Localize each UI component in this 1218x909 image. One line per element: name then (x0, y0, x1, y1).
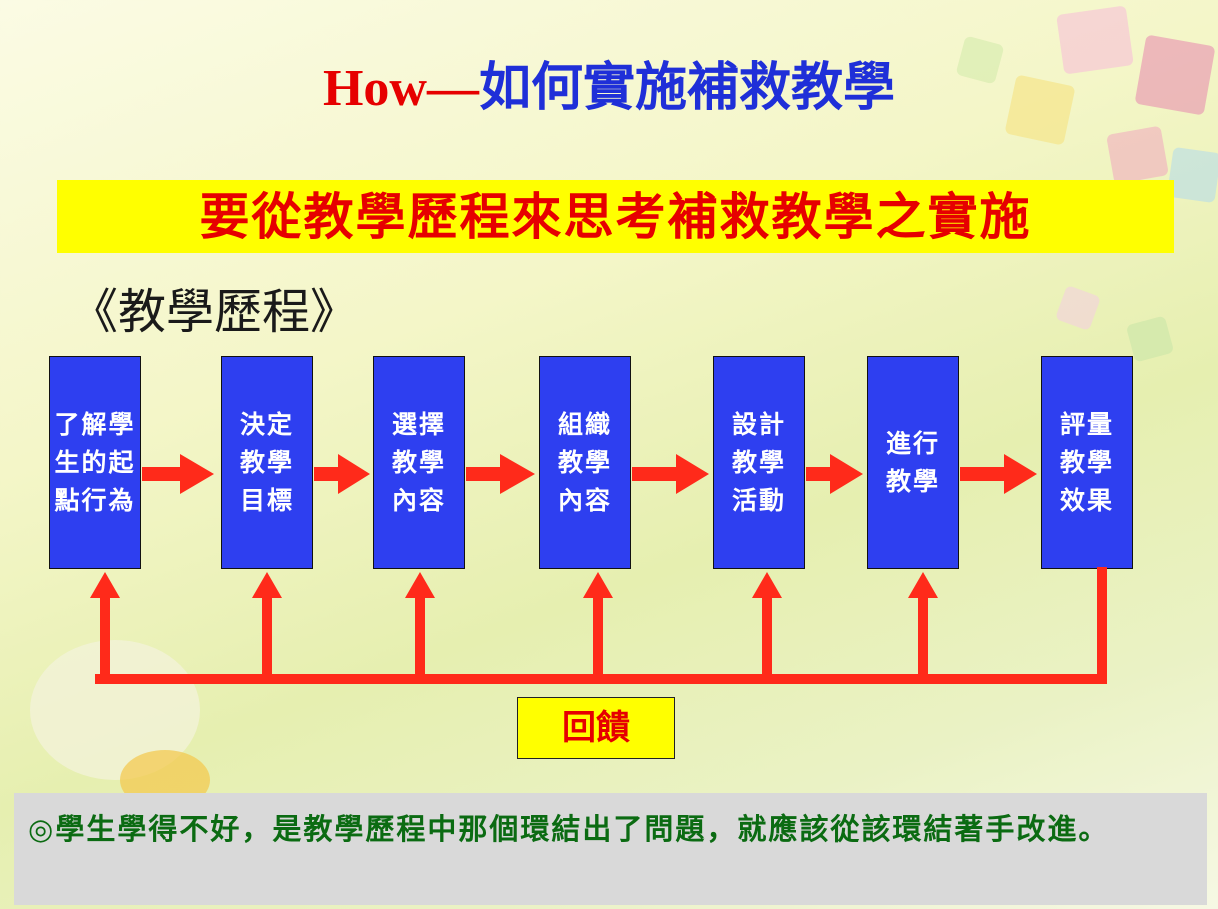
title-dash: — (426, 60, 479, 117)
arrow-right (632, 454, 709, 494)
step-label: 了解學 生的起 點行為 (54, 409, 136, 515)
feedback-line (1097, 567, 1107, 684)
arrow-up (252, 572, 282, 680)
arrow-up (90, 572, 120, 680)
step-6: 進行 教學 (867, 356, 959, 569)
note-box: ◎學生學得不好，是教學歷程中那個環結出了問題，就應該從該環結著手改進。 (14, 793, 1207, 905)
arrow-right (314, 454, 370, 494)
step-2: 決定 教學 目標 (221, 356, 313, 569)
step-label: 決定 教學 目標 (239, 409, 294, 515)
arrow-up (583, 572, 613, 680)
circle-bullet-icon: ◎ (28, 812, 56, 846)
step-3: 選擇 教學 內容 (373, 356, 465, 569)
arrow-right (806, 454, 863, 494)
feedback-label: 回饋 (517, 697, 675, 759)
arrow-right (466, 454, 535, 494)
step-7: 評量 教學 效果 (1041, 356, 1133, 569)
step-label: 評量 教學 效果 (1059, 409, 1114, 515)
arrow-right (142, 454, 214, 494)
step-5: 設計 教學 活動 (713, 356, 805, 569)
page-title: How—如何實施補救教學 (0, 48, 1218, 129)
arrow-up (405, 572, 435, 680)
note-text: 學生學得不好，是教學歷程中那個環結出了問題，就應該從該環結著手改進。 (55, 812, 1110, 846)
banner: 要從教學歷程來思考補救教學之實施 (57, 180, 1174, 253)
title-zh: 如何實施補救教學 (478, 57, 895, 118)
arrow-up (908, 572, 938, 680)
step-label: 進行 教學 (885, 428, 940, 496)
step-label: 設計 教學 活動 (731, 409, 786, 515)
arrow-right (960, 454, 1037, 494)
step-4: 組織 教學 內容 (539, 356, 631, 569)
step-1: 了解學 生的起 點行為 (49, 356, 141, 569)
step-label: 選擇 教學 內容 (391, 409, 446, 515)
step-label: 組織 教學 內容 (557, 409, 612, 515)
process-label: 《教學歷程》 (70, 284, 359, 340)
title-en: How (322, 60, 427, 117)
arrow-up (752, 572, 782, 680)
